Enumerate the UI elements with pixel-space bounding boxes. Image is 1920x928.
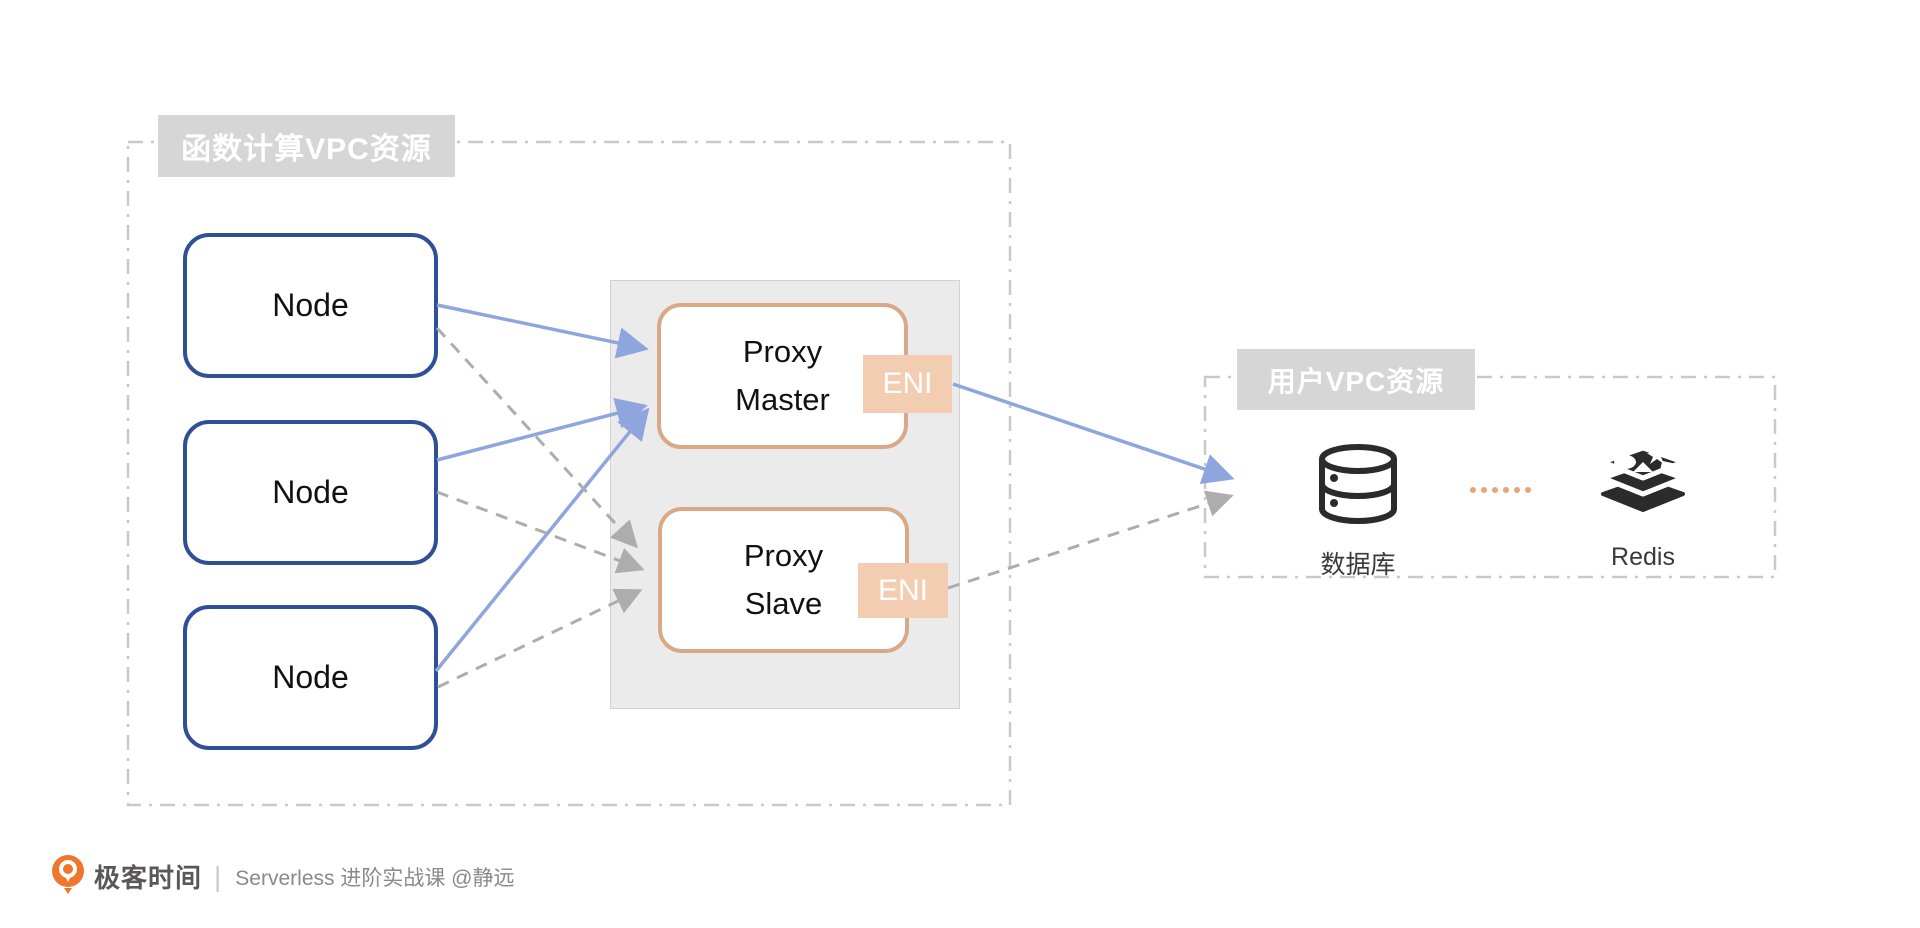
proxy-slave-label: Proxy Slave bbox=[743, 537, 824, 621]
redis-icon bbox=[1595, 438, 1691, 527]
arrow-node1-to-slave bbox=[435, 326, 639, 549]
database-icon bbox=[1316, 444, 1400, 529]
arrow-node3-to-slave bbox=[437, 588, 643, 689]
node-box-1: Node bbox=[183, 233, 438, 378]
node-box-3: Node bbox=[183, 605, 438, 750]
footer-divider: | bbox=[214, 860, 222, 892]
footer-brand: 极客时间 bbox=[94, 863, 203, 893]
eni-tag-slave: ENI bbox=[858, 563, 948, 618]
node-box-2: Node bbox=[183, 420, 438, 565]
geektime-logo-icon bbox=[50, 854, 86, 899]
footer-course-title: Serverless 进阶实战课 @静远 bbox=[235, 866, 515, 890]
user-vpc-label: 用户VPC资源 bbox=[1237, 349, 1475, 410]
node-label-3: Node bbox=[272, 659, 349, 695]
arrow-slave-eni-to-database bbox=[947, 490, 1234, 590]
dots-connector bbox=[1470, 487, 1531, 493]
eni-tag-master: ENI bbox=[863, 355, 952, 413]
node-label-2: Node bbox=[272, 474, 349, 510]
arrow-master-eni-to-database bbox=[952, 382, 1235, 485]
database-item: 数据库 bbox=[1310, 444, 1406, 581]
proxy-master-label: Proxy Master bbox=[735, 333, 830, 417]
node-label-1: Node bbox=[272, 287, 349, 323]
arrow-node2-to-slave bbox=[436, 490, 645, 574]
fc-vpc-label: 函数计算VPC资源 bbox=[158, 115, 455, 177]
redis-label: Redis bbox=[1611, 543, 1675, 571]
redis-item: Redis bbox=[1594, 438, 1692, 572]
footer: 极客时间 | Serverless 进阶实战课 @静远 bbox=[50, 854, 514, 899]
database-label: 数据库 bbox=[1320, 551, 1396, 579]
